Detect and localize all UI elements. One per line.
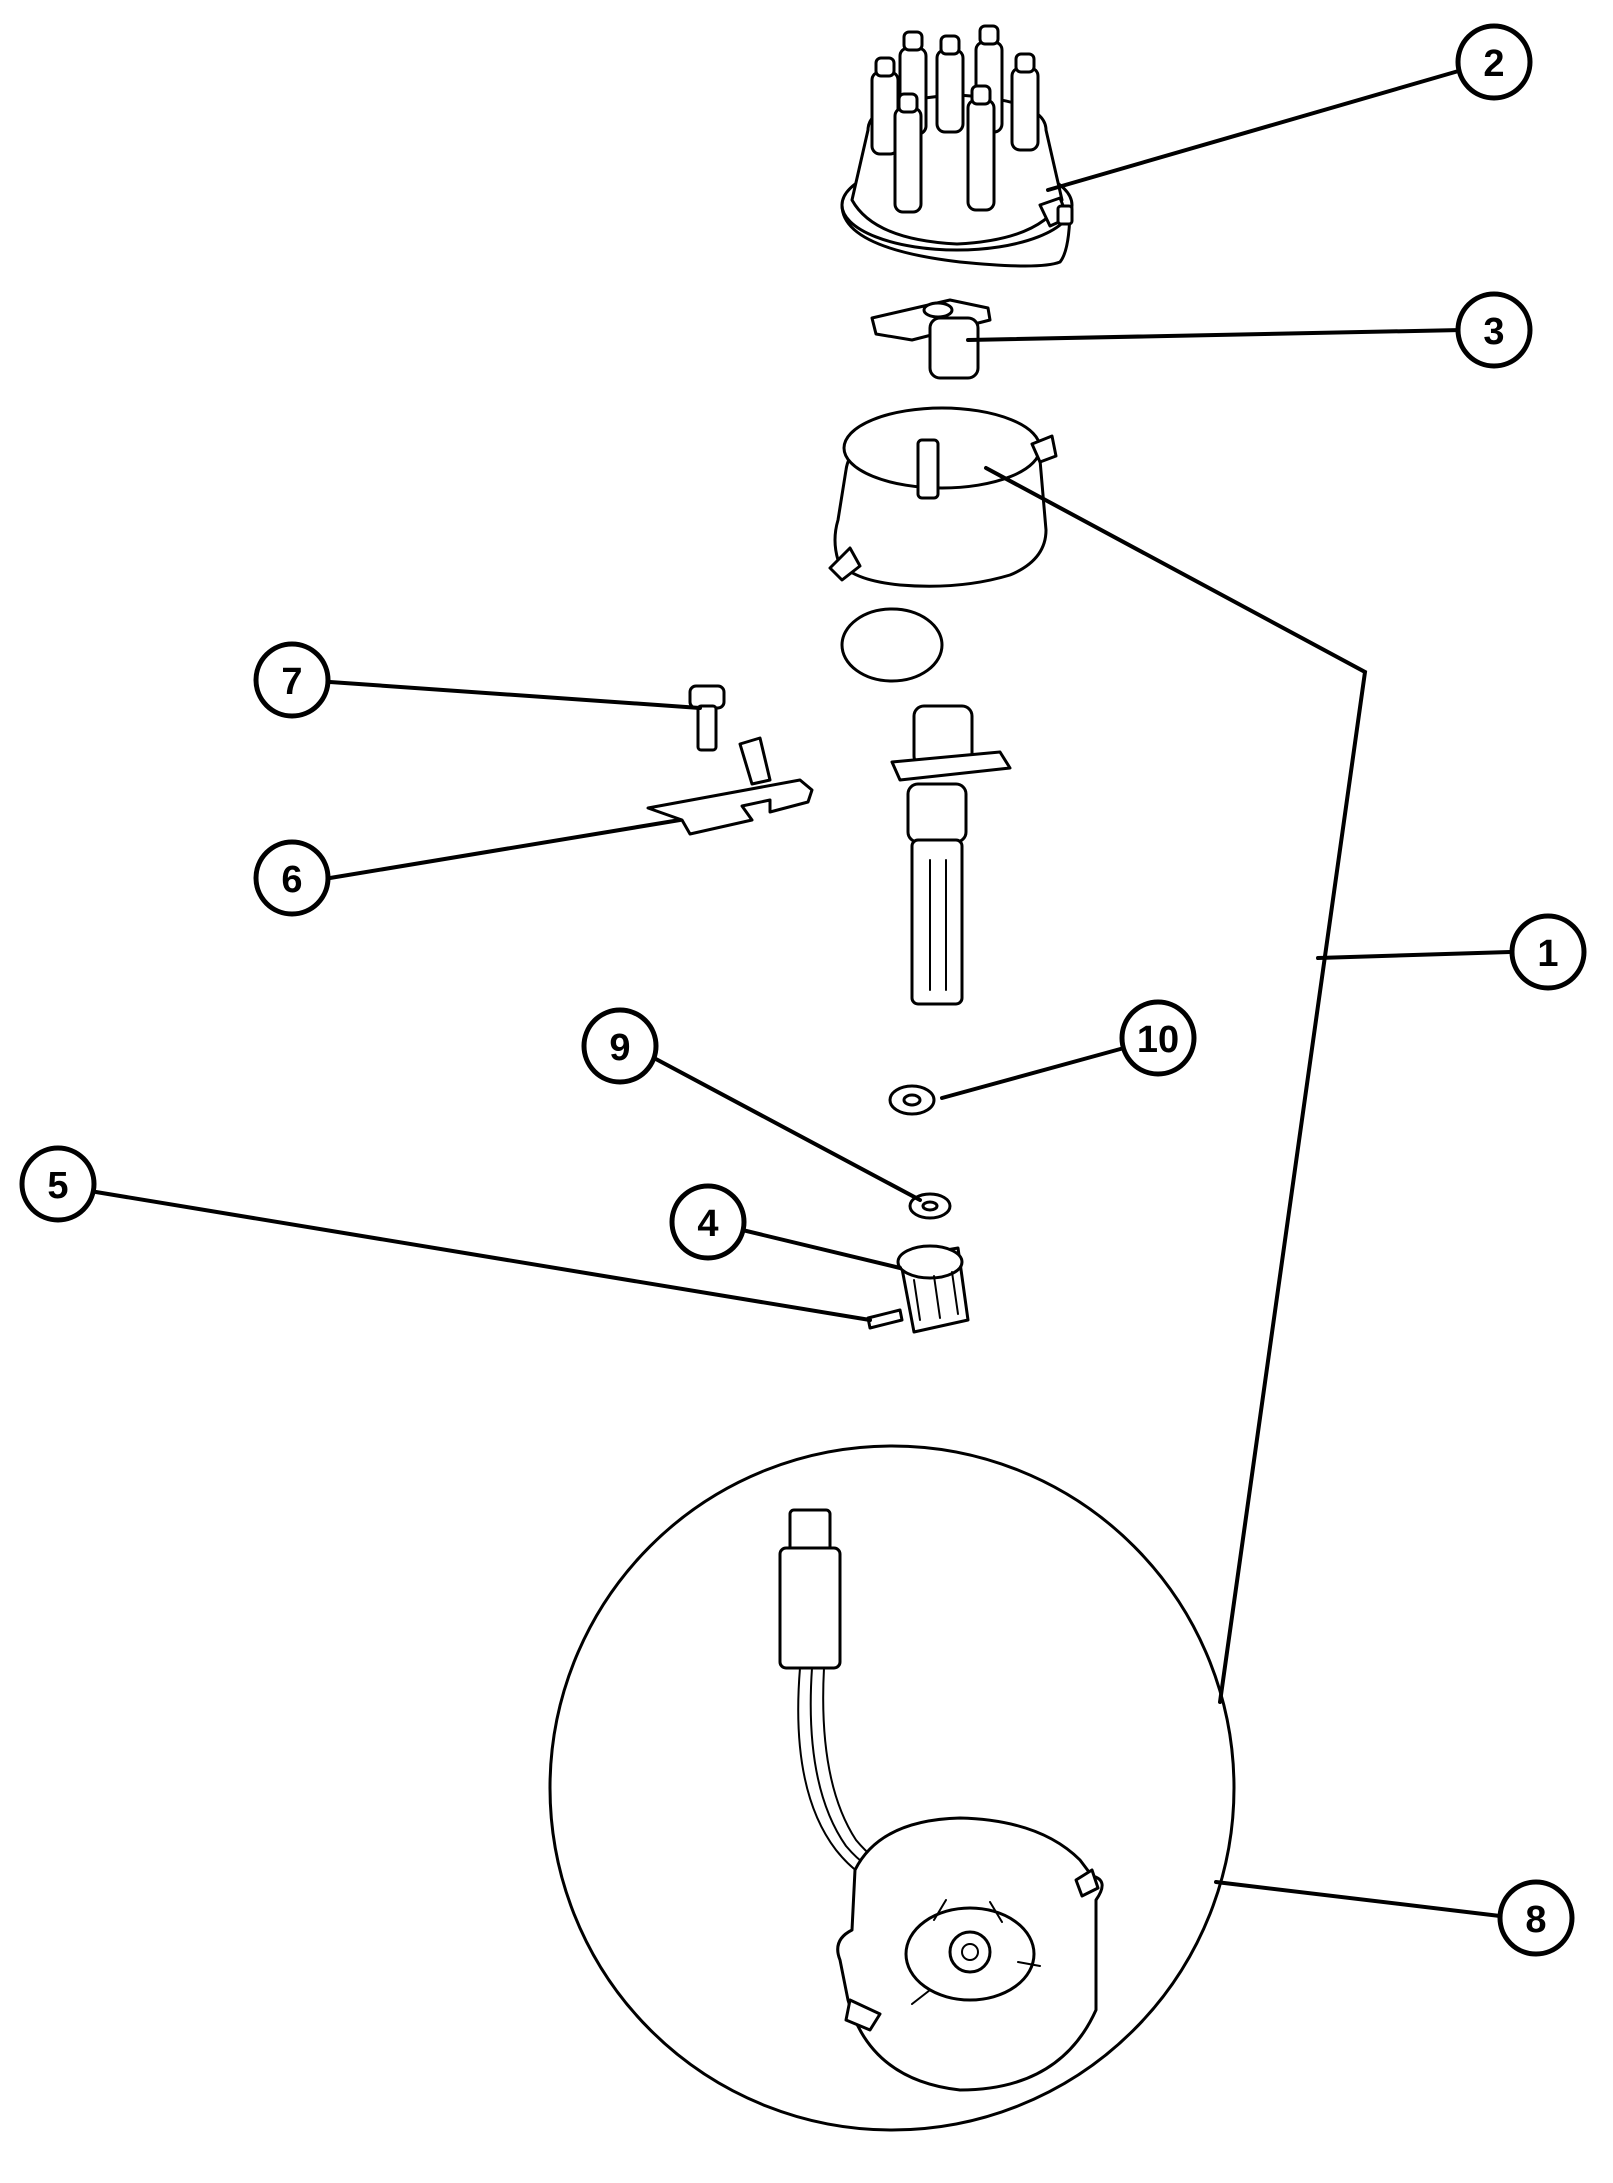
callout-6: 6: [253, 839, 331, 917]
leader-6: [328, 818, 682, 880]
callout-8: 8: [1497, 1879, 1575, 1957]
callout-3-label: 3: [1483, 311, 1504, 353]
callout-2-label: 2: [1483, 43, 1504, 85]
callout-1: 1: [1509, 913, 1587, 991]
rotor: [870, 298, 992, 380]
callout-8-label: 8: [1525, 1899, 1546, 1941]
callout-3: 3: [1455, 291, 1533, 369]
leader-8: [1214, 1880, 1502, 1918]
callout-9: 9: [581, 1007, 659, 1085]
callout-10-label: 10: [1137, 1019, 1179, 1061]
leader-2: [1046, 68, 1464, 192]
leader-10: [940, 1046, 1126, 1100]
leader-1-stub: [1316, 950, 1512, 960]
thrust-washer: [888, 1084, 936, 1116]
leader-7: [328, 680, 702, 710]
leader-3: [966, 328, 1464, 342]
callout-6-label: 6: [281, 859, 302, 901]
callout-10: 10: [1119, 999, 1197, 1077]
leader-5: [94, 1190, 872, 1322]
callout-7-label: 7: [281, 661, 302, 703]
roll-pin: [866, 1308, 904, 1330]
hold-down-clamp: [646, 736, 814, 836]
callout-2: 2: [1455, 23, 1533, 101]
leader-lines: [94, 68, 1512, 1918]
callout-4: 4: [669, 1183, 747, 1261]
callout-5: 5: [19, 1145, 97, 1223]
distributor-cap: [840, 24, 1074, 268]
callout-5-label: 5: [47, 1165, 68, 1207]
pickup-coil-detail: [548, 1444, 1236, 2132]
hold-down-bolt: [688, 684, 726, 752]
callout-9-label: 9: [609, 1027, 630, 1069]
callout-1-label: 1: [1537, 933, 1558, 975]
leader-1: [984, 466, 1368, 1704]
leader-9: [652, 1056, 922, 1202]
cap-towers: [870, 24, 1040, 214]
leader-4: [732, 1226, 902, 1270]
callout-7: 7: [253, 641, 331, 719]
distributor-housing: [828, 406, 1058, 1006]
drive-gear: [896, 1244, 970, 1334]
callout-4-label: 4: [697, 1203, 718, 1245]
